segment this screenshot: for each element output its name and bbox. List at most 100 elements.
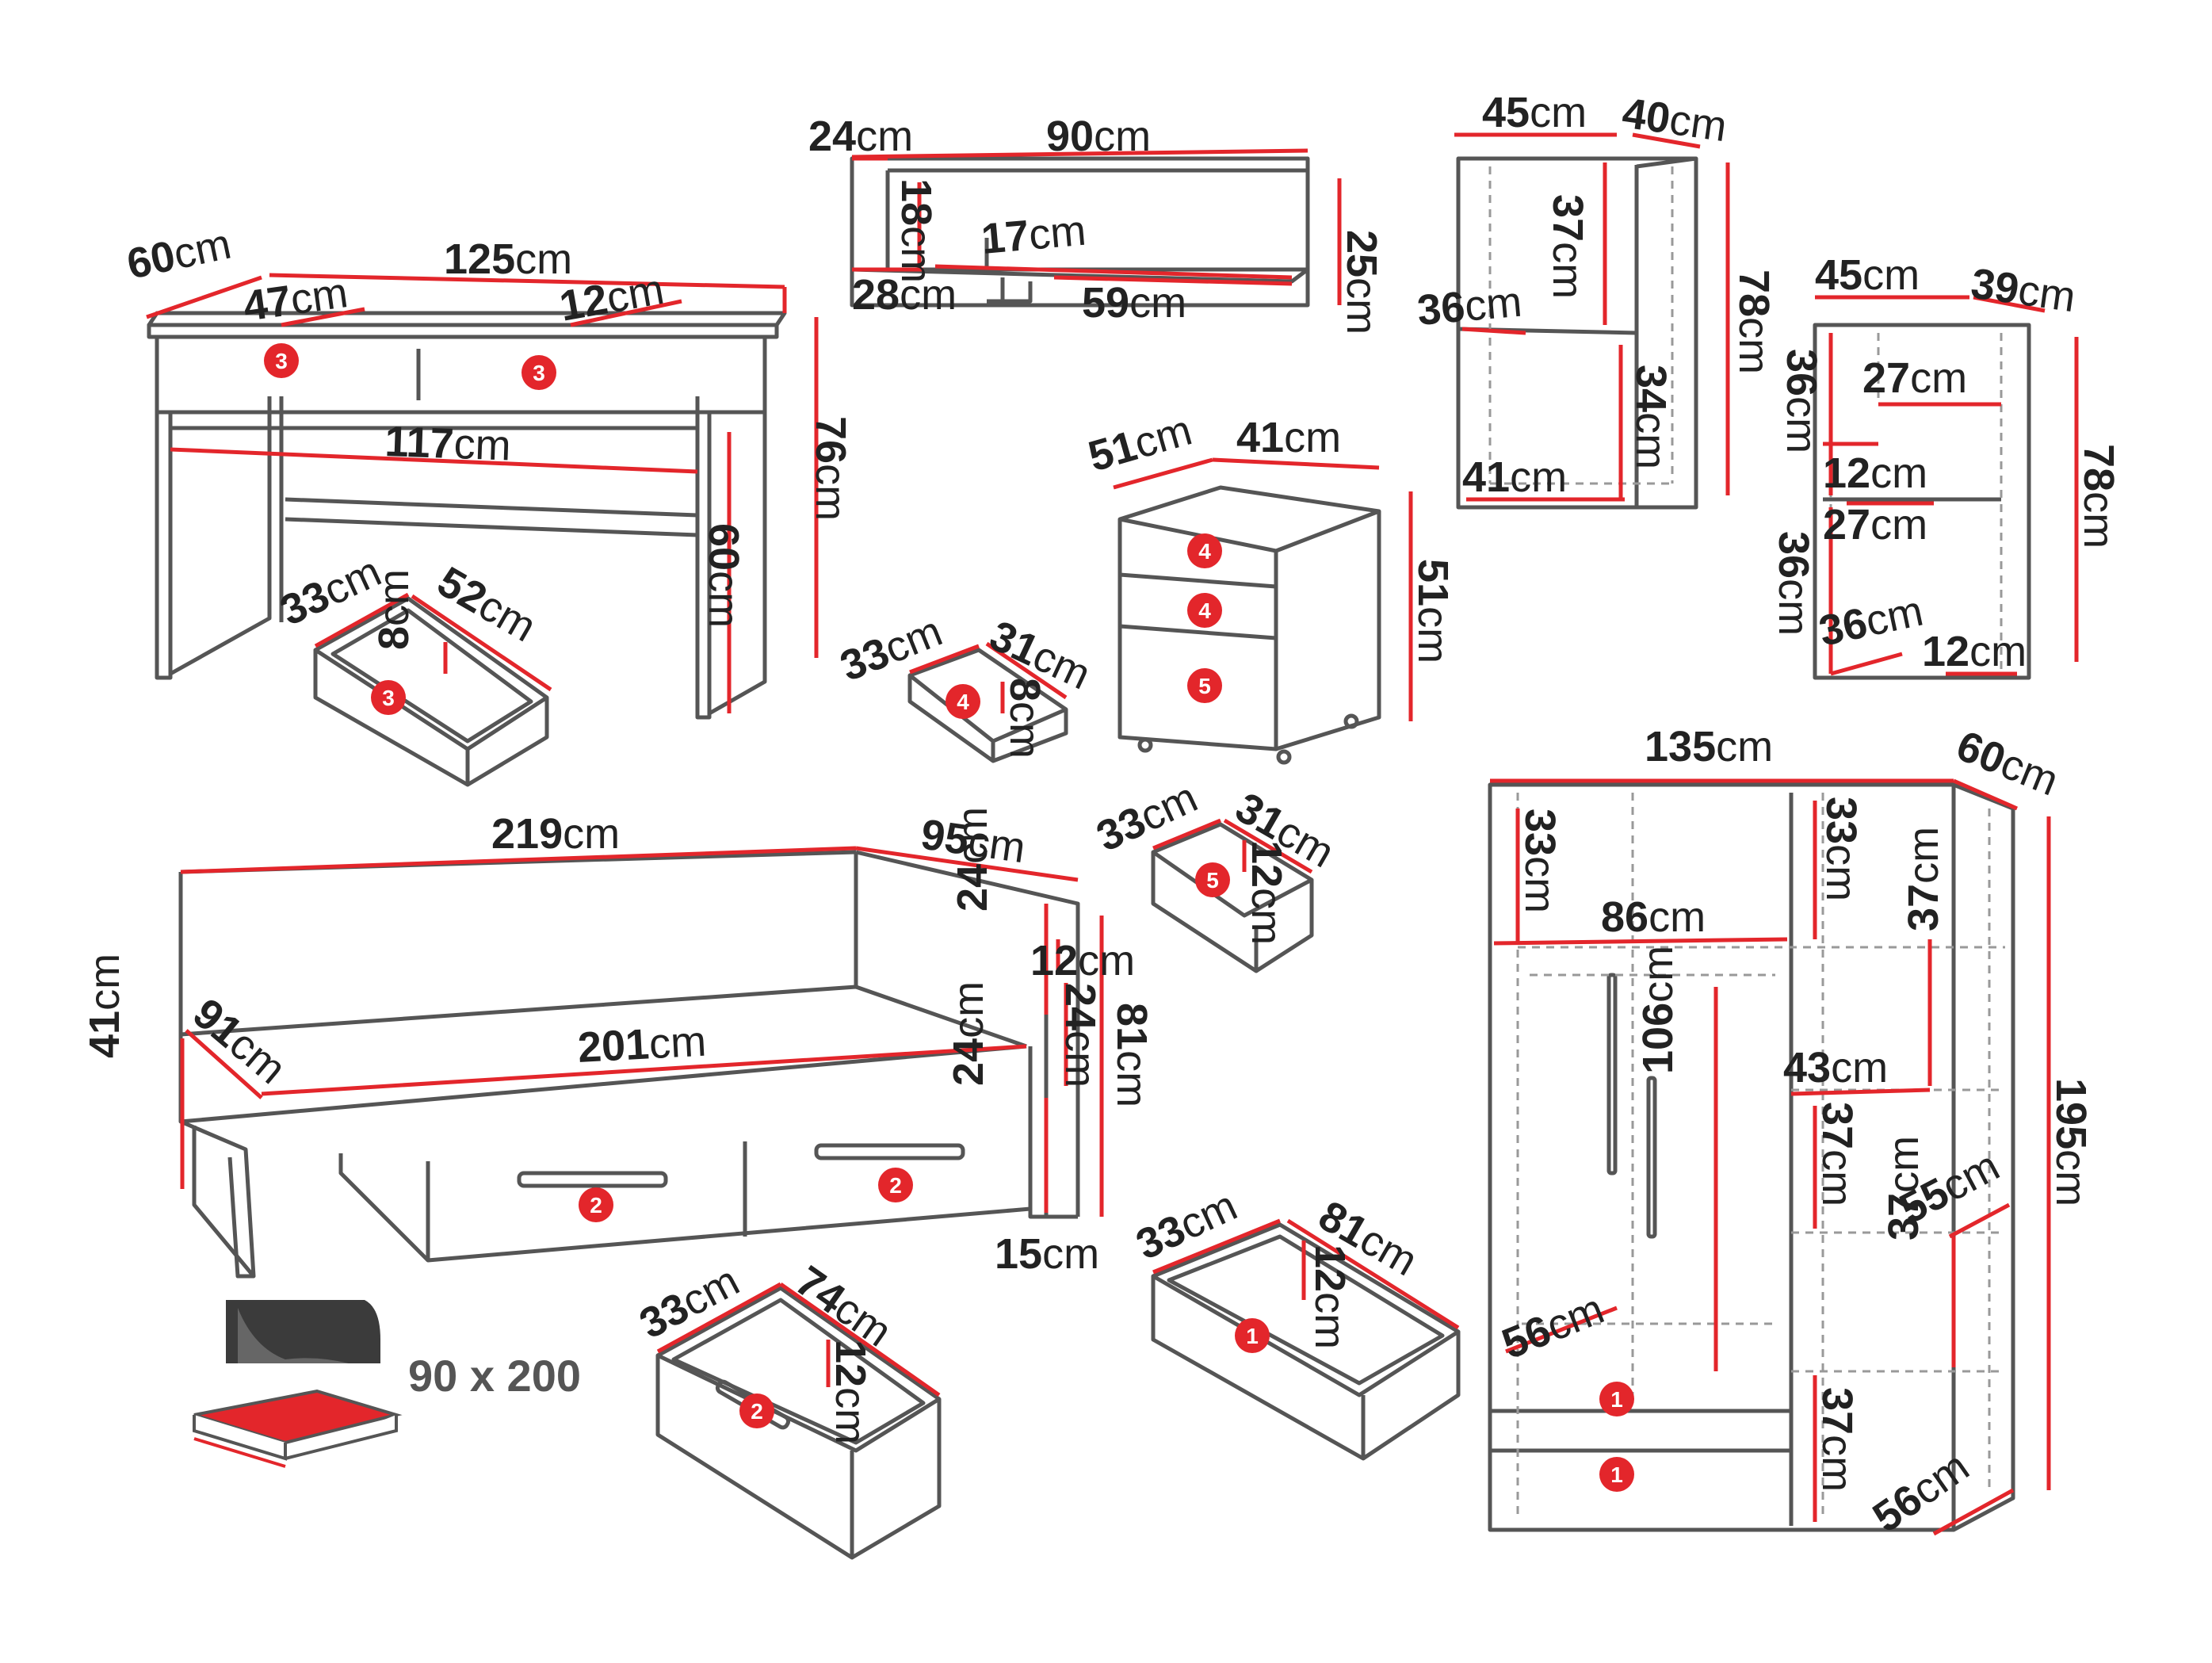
dimension-label-cabinet-height: 78cm [1730,270,1778,374]
drawer-badge: 4 [946,684,980,719]
dimension-label-bed-drawer-height: 12cm [827,1340,874,1444]
svg-text:2: 2 [889,1173,902,1198]
wall-shelf-dims [851,148,1342,305]
wardrobe [1488,782,2015,1532]
dimension-label-bed-headboard_width: 95cm [918,810,1028,872]
dimension-label-bookcase-upper_height: 36cm [1778,349,1825,453]
dimension-label-container-large_drawer-depth: 33cm [1090,774,1205,861]
dimension-label-cabinet-upper_height: 37cm [1544,194,1591,299]
bed-drawer-dims [656,1282,941,1397]
dimension-label-bookcase-base_gap: 12cm [1922,628,2027,675]
dimension-label-bookcase-lower_height: 36cm [1770,531,1817,636]
svg-text:2: 2 [751,1399,763,1424]
dimension-label-bookcase-depth: 39cm [1968,259,2078,321]
dimension-label-shelf-inner_height: 18cm [892,178,940,283]
dimension-label-wardrobe-inner_depth_left: 56cm [1496,1285,1610,1368]
drawer-badge: 1 [1599,1382,1634,1416]
dimension-label-shelf-mid_height: 17cm [980,207,1088,263]
dimension-label-shelf-right_width: 59cm [1082,279,1186,327]
dimension-label-shelf-left_width: 28cm [852,271,957,319]
svg-text:2: 2 [590,1193,602,1218]
dimension-label-desk-drawer_height: 8cm [370,569,418,650]
svg-text:1: 1 [1246,1324,1259,1348]
drawer-badge: 2 [579,1187,613,1222]
cabinet [1456,156,1698,510]
dimension-label-wardrobe-height: 195cm [2047,1078,2095,1206]
dimension-label-wardrobe-right_shelf_4: 37cm [1813,1387,1861,1492]
svg-text:4: 4 [1198,539,1211,564]
mattress-size-label: 90 x 200 [408,1351,581,1401]
desk-drawer-dims [314,592,552,692]
dimension-label-container-height: 51cm [1409,559,1457,663]
dimension-label-bed-mattress_length: 201cm [576,1018,707,1072]
drawer-badge: 3 [371,680,406,715]
svg-text:4: 4 [957,690,969,714]
dimension-label-wardrobe-rail_width: 86cm [1601,893,1706,941]
svg-text:4: 4 [1198,598,1211,623]
dimension-label-bookcase-shelf_depth: 36cm [1815,587,1927,656]
desk [147,311,787,720]
dimension-label-desk-height: 76cm [807,416,854,521]
dimension-label-wardrobe-hang_height: 106cm [1634,946,1682,1074]
dimension-label-bed-mattress_width: 91cm [184,989,295,1093]
wardrobe-drawer-dims [1152,1218,1460,1330]
svg-text:1: 1 [1610,1387,1623,1412]
bed-dims [180,846,1104,1217]
dimension-label-wardrobe-right_shelf_3: 37cm [1880,1136,1927,1241]
container-dims [1113,457,1413,721]
svg-text:3: 3 [275,349,288,373]
dimension-label-bed-side_top: 24cm [949,807,996,912]
drawer-badge: 4 [1187,593,1222,628]
container-drawer-small [907,648,1068,763]
svg-text:3: 3 [382,686,395,710]
dimension-label-container-width: 41cm [1236,414,1341,461]
dimension-label-desk-drawer_front_left: 47cm [240,269,350,331]
drawer-badge: 1 [1599,1457,1634,1492]
wardrobe-inner [1516,793,2005,1514]
svg-text:1: 1 [1610,1462,1623,1487]
dimension-label-container-small_drawer-height: 8cm [1001,678,1049,759]
dimension-label-cabinet-depth: 40cm [1619,89,1729,151]
large-drawer-dims [1152,818,1313,874]
drawer-badges: 3 3 3 4 4 5 4 5 2 2 2 1 1 1 [264,343,1634,1492]
dimension-label-bed-side_low: 24cm [945,981,992,1086]
dimension-label-desk-inner_width: 117cm [384,418,512,470]
drawer-badge: 3 [521,355,556,390]
dimension-label-bed-side_mid: 24cm [1056,983,1104,1088]
dimension-label-bed-length: 219cm [491,810,620,858]
dimension-label-container-large_drawer-height: 12cm [1243,840,1290,945]
drawer-badge: 3 [264,343,299,378]
drawer-badge: 1 [1235,1318,1270,1353]
drawer-badge: 2 [878,1168,913,1202]
dimension-label-wardrobe-shelf_width: 43cm [1783,1044,1888,1091]
dimension-label-bookcase-mid_inner: 27cm [1823,501,1927,549]
bookcase-dims [1815,295,2079,676]
drawer-badge: 5 [1187,668,1222,703]
dimension-label-wardrobe-top_right: 33cm [1817,797,1865,901]
bookcase-inner [1829,333,2003,670]
dimension-label-shelf-depth: 24cm [808,113,913,160]
dimension-label-wardrobe-drawer-height: 12cm [1306,1244,1354,1349]
dimension-label-wardrobe-right_shelf_1: 37cm [1900,827,1947,931]
dimension-label-bed-side_total: 81cm [1108,1003,1156,1107]
dimension-label-cabinet-base_width: 41cm [1462,453,1567,501]
dimension-label-cabinet-shelf_width: 36cm [1415,278,1524,335]
dimension-label-bed-side_depth: 15cm [995,1230,1099,1278]
dimension-label-wardrobe-width: 135cm [1645,723,1773,770]
dimension-label-desk-depth: 60cm [123,220,235,289]
dimension-label-shelf-height: 25cm [1338,230,1385,335]
drawer-badge: 4 [1187,533,1222,568]
dimension-label-bookcase-height: 78cm [2075,444,2122,549]
dimension-label-cabinet-width: 45cm [1482,89,1587,136]
wardrobe-dims [1490,778,2051,1536]
drawer-badge: 5 [1195,862,1230,897]
desk-drawer [313,596,549,787]
dimension-label-container-small_drawer-depth: 33cm [834,607,949,690]
small-drawer-dims [909,641,1068,713]
wardrobe-drawer [1151,1222,1461,1461]
dimension-label-desk-drawer_front_right: 12cm [556,266,667,331]
dimension-label-bookcase-width: 45cm [1815,251,1920,299]
dimension-label-bed-side_gap: 12cm [1030,937,1135,984]
